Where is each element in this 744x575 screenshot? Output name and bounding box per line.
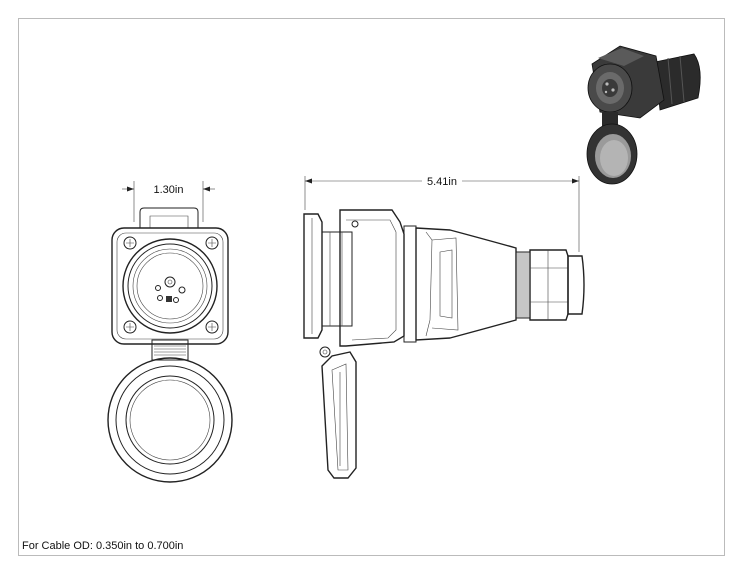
screw-icon <box>123 236 137 250</box>
cable-od-note: For Cable OD: 0.350in to 0.700in <box>22 540 184 552</box>
connector-front-view-icon <box>107 207 233 483</box>
sheet-border <box>18 18 725 556</box>
width-dimension-label: 1.30in <box>154 184 184 196</box>
screw-icon <box>205 236 219 250</box>
length-dimension: 5.41in <box>304 176 580 252</box>
screw-icon <box>205 320 219 334</box>
screw-icon <box>123 320 137 334</box>
connector-side-view-icon <box>303 209 585 479</box>
width-dimension: 1.30in <box>122 181 215 222</box>
length-dimension-label: 5.41in <box>427 176 457 188</box>
thread-section <box>515 251 531 319</box>
hinge-hatch <box>154 345 186 356</box>
connector-isometric-photo-icon <box>586 45 701 185</box>
